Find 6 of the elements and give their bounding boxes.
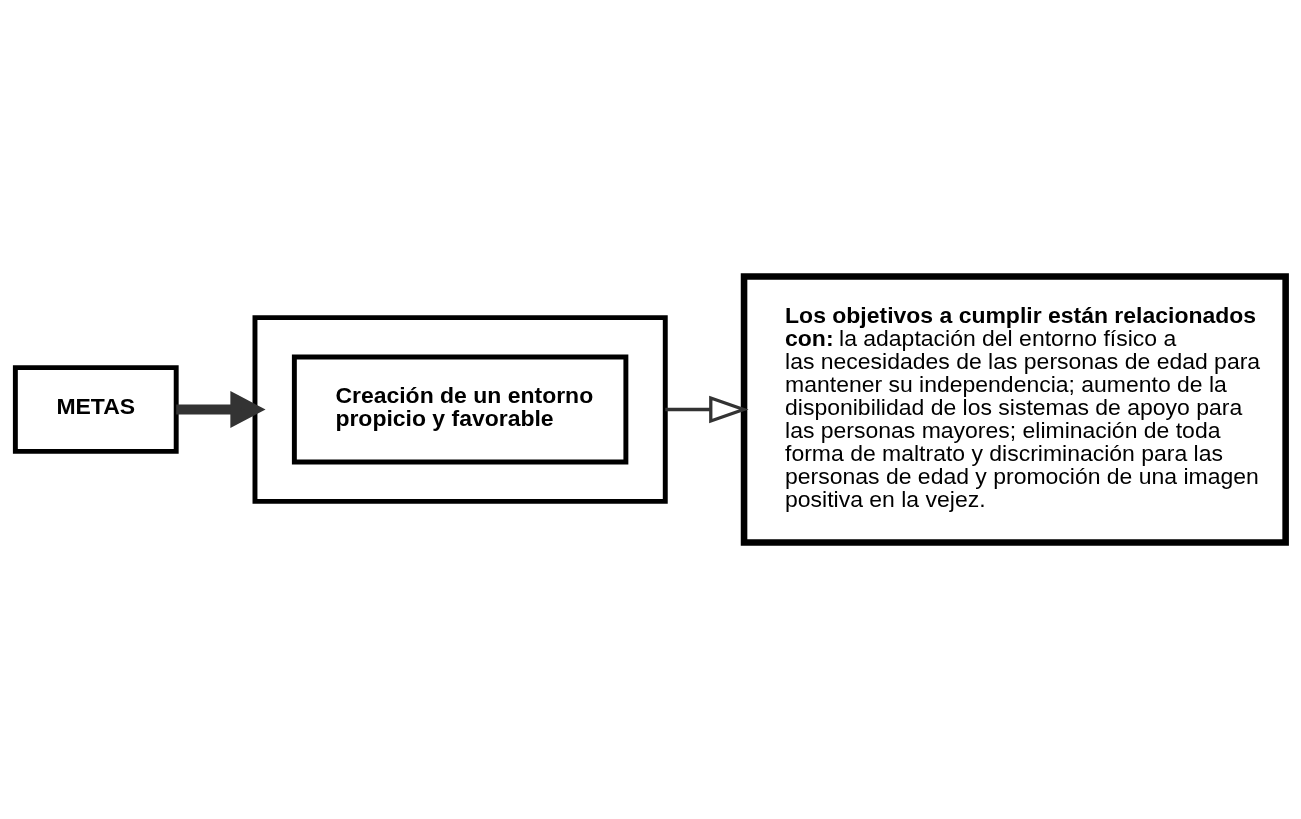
arrow bbox=[176, 391, 266, 428]
arrow bbox=[665, 395, 749, 424]
node-box: METAS bbox=[12, 365, 179, 454]
cluster bbox=[252, 315, 668, 504]
node-box: Creación de un entorno propicio y favorable bbox=[291, 354, 629, 465]
node-box: Los objetivos a cumplir están relacionados con: la adaptación del entorno físico a las necesidades de las personas de edad para mantener su independencia; aumento de la disponibilidad de los sistemas de apoyo para las personas mayores; eliminación de toda forma de maltrato y discriminación para las personas de edad y promoción de una imagen positiva en la vejez. bbox=[740, 273, 1289, 546]
